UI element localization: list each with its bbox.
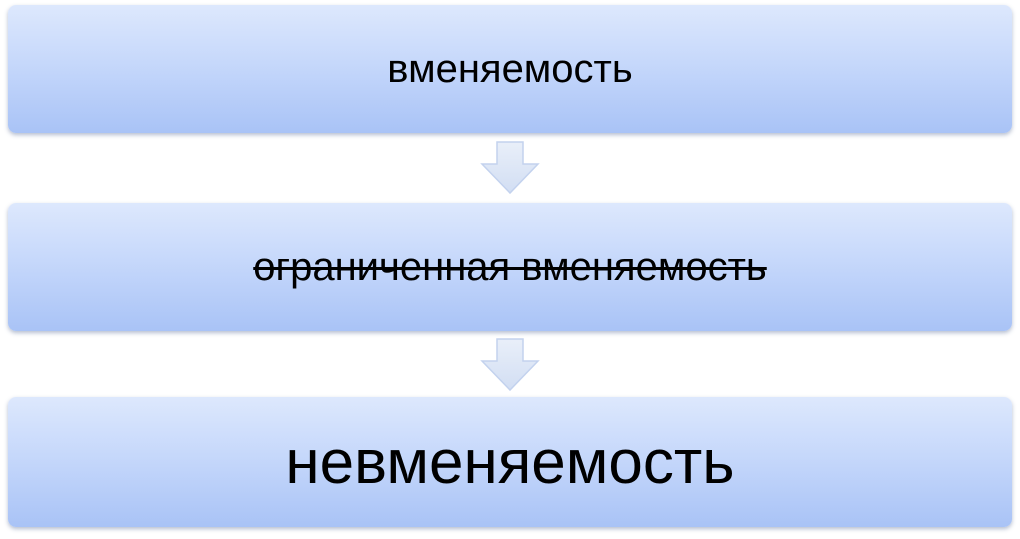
step-label-3: невменяемость — [285, 427, 735, 497]
step-label-2: ограниченная вменяемость — [253, 244, 767, 289]
step-box-3: невменяемость — [8, 397, 1012, 527]
down-arrow-icon — [480, 141, 540, 195]
down-arrow-icon — [480, 338, 540, 392]
step-box-2: ограниченная вменяемость — [8, 203, 1012, 331]
step-box-1: вменяемость — [8, 5, 1012, 133]
step-label-1: вменяемость — [387, 46, 633, 91]
